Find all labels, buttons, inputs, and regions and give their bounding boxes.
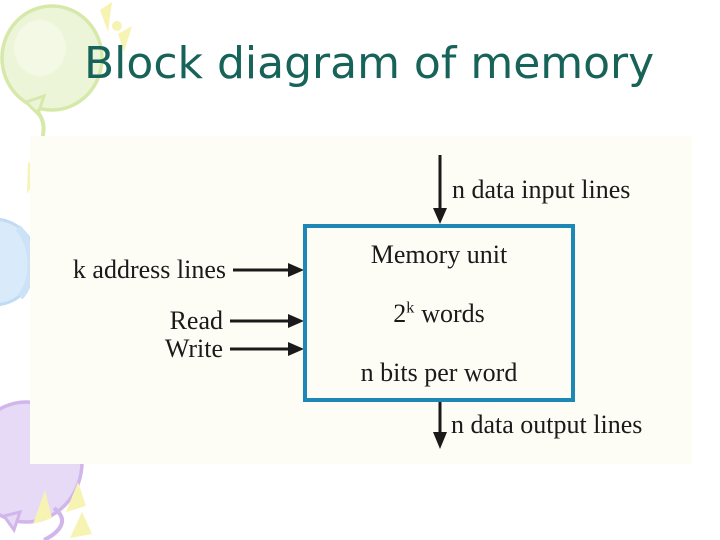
arrow-head	[433, 432, 447, 449]
address-lines-arrow	[233, 263, 304, 277]
memory-unit-label: Memory unit	[370, 240, 508, 269]
read-label: Read	[169, 306, 223, 335]
arrow-head	[288, 342, 304, 356]
arrow-head	[288, 263, 304, 277]
data-input-arrow	[433, 155, 447, 224]
data-input-lines-label: n data input lines	[452, 175, 631, 204]
data-output-lines-label: n data output lines	[451, 410, 643, 439]
arrow-head	[433, 208, 447, 224]
address-lines-label: k address lines	[72, 255, 226, 284]
page-title: Block diagram of memory	[84, 38, 655, 89]
write-label: Write	[164, 334, 223, 363]
read-arrow	[230, 314, 304, 328]
words-rest: words	[421, 299, 485, 328]
words-exponent: k	[406, 299, 415, 317]
bits-per-word-label: n bits per word	[360, 358, 518, 387]
write-arrow	[230, 342, 304, 356]
arrow-head	[288, 314, 304, 328]
words-base: 2	[393, 299, 407, 328]
